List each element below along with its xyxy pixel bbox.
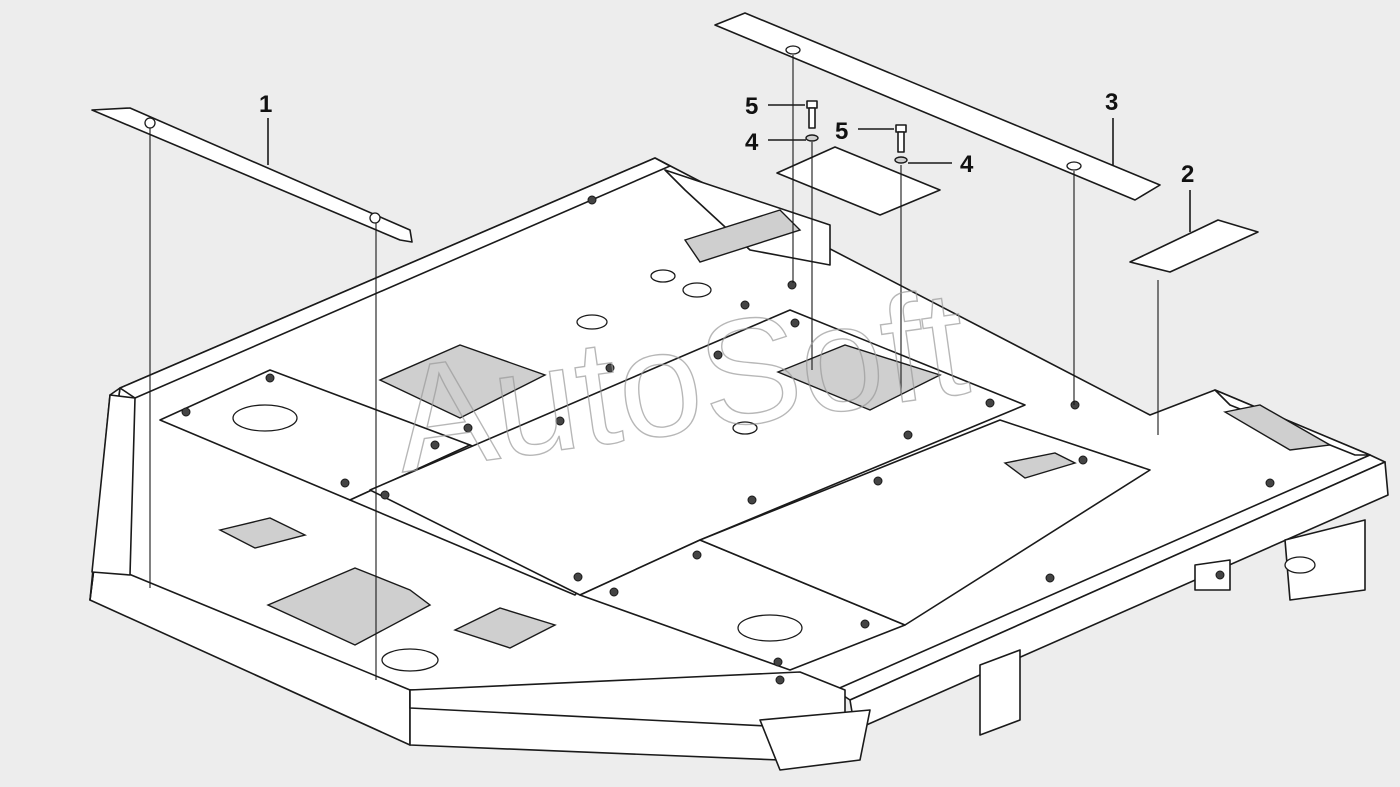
cover-plate [776, 146, 941, 216]
callout-4-left: 4 [745, 129, 759, 156]
callout-5-right: 5 [835, 118, 848, 145]
floor-panels [159, 209, 1333, 672]
callout-leaders [267, 104, 1191, 232]
bolt-washer-set-a [805, 100, 819, 142]
callout-5-left: 5 [745, 93, 758, 120]
panel-bolts [181, 195, 1275, 685]
callout-1: 1 [259, 91, 272, 118]
assembly-lines [149, 55, 1159, 680]
part-1-strip [91, 107, 413, 243]
part-3-strip [714, 12, 1161, 201]
callout-2: 2 [1181, 161, 1194, 188]
callout-3: 3 [1105, 89, 1118, 116]
bolt-washer-set-b [894, 124, 908, 164]
callout-4-right: 4 [960, 151, 974, 178]
callout-labels: 1 2 3 4 4 5 5 [259, 89, 1194, 188]
part-2-strip [1129, 219, 1259, 273]
